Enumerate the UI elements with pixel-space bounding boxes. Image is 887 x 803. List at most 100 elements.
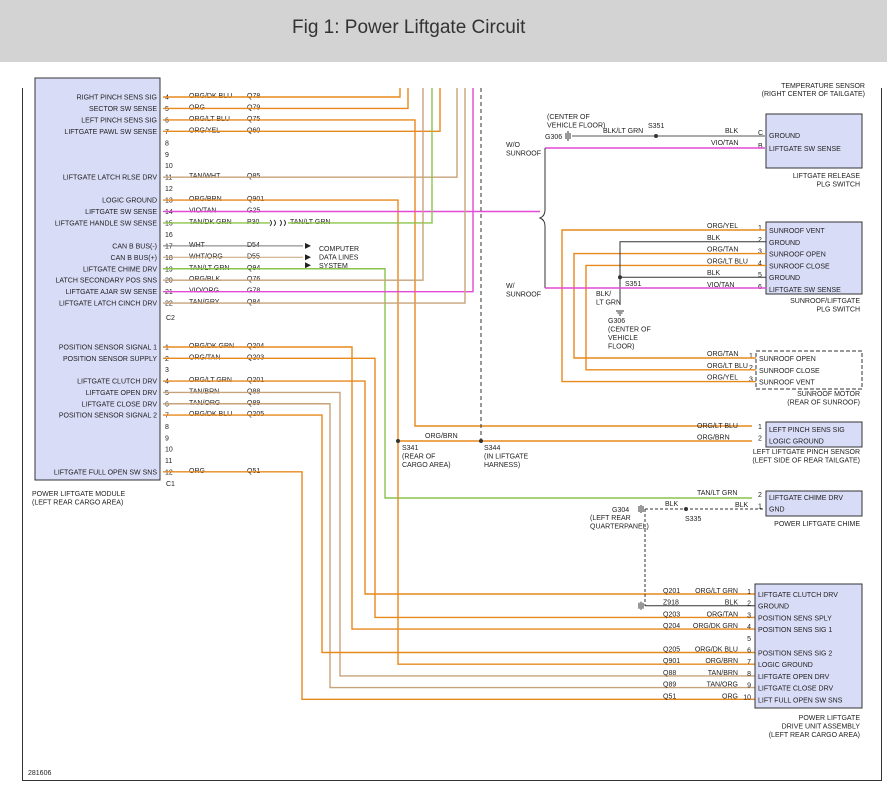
module-pin-number: 13 xyxy=(165,198,173,205)
module-pin-number: 14 xyxy=(165,209,173,216)
temp-sensor-location: (RIGHT CENTER OF TAILGATE) xyxy=(762,91,865,98)
module-pin-number: 5 xyxy=(165,390,169,397)
drive-unit-name: POWER LIFTGATE xyxy=(799,715,861,722)
module-name: (LEFT REAR CARGO AREA) xyxy=(32,500,123,507)
computer-data-label: DATA LINES xyxy=(319,255,359,262)
sunroof-motor xyxy=(755,350,863,390)
component-pin-number: 2 xyxy=(758,237,762,244)
module-pin-label: RIGHT PINCH SENS SIG xyxy=(77,95,157,102)
component-pin-number: 2 xyxy=(747,601,751,608)
component-pin-number: 9 xyxy=(747,683,751,690)
sunroof-switch-name: SUNROOF/LIFTGATE xyxy=(790,298,860,305)
wire-color-label: ORG/TAN xyxy=(707,351,738,358)
component-pin-number: 1 xyxy=(749,353,753,360)
connector-c1-label: C1 xyxy=(166,481,175,488)
ground-symbol xyxy=(565,131,571,141)
wire-q203 xyxy=(163,357,755,619)
module-pin-number: 21 xyxy=(165,289,173,296)
g306-location-label: VEHICLE FLOOR) xyxy=(547,123,605,130)
wire-color-label: BLK xyxy=(725,600,739,607)
circuit-label: Q88 xyxy=(663,670,676,677)
component-pin-label: LIFTGATE SW SENSE xyxy=(769,287,841,294)
component-pin-label: POSITION SENS SPLY xyxy=(758,615,832,622)
module-pin-label: LIFTGATE AJAR SW SENSE xyxy=(66,289,158,296)
title-bar: Fig 1: Power Liftgate Circuit xyxy=(0,0,887,62)
circuit-label: Q203 xyxy=(663,611,680,618)
wire-q205 xyxy=(163,414,755,654)
module-pin-label: POSITION SENSOR SIGNAL 2 xyxy=(59,413,157,420)
temp-sensor-name: TEMPERATURE SENSOR xyxy=(781,83,865,90)
component-pin-label: SUNROOF OPEN xyxy=(769,252,826,259)
module-pin-number: 11 xyxy=(165,175,172,182)
component-pin-number: 1 xyxy=(747,589,751,596)
wire-q88 xyxy=(163,391,755,677)
wo-sunroof-label: W/O xyxy=(506,142,521,149)
module-pin-number: 12 xyxy=(165,186,173,193)
module-pin-number: 9 xyxy=(165,152,169,159)
component-pin-label: LOGIC GROUND xyxy=(758,662,813,669)
drive-unit-assembly xyxy=(754,583,863,709)
component-pin-number: 5 xyxy=(747,636,751,643)
connector-break-symbol xyxy=(279,219,286,227)
component-pin-label: GROUND xyxy=(769,240,800,247)
module-pin-number: 2 xyxy=(165,356,169,363)
wire-sunroof-vent xyxy=(561,229,766,383)
component-pin-number: 2 xyxy=(758,492,762,499)
component-pin-label: GROUND xyxy=(769,275,800,282)
wire-color-label: BLK xyxy=(707,235,721,242)
computer-data-label: SYSTEM xyxy=(319,263,348,270)
component-pin-number: 3 xyxy=(749,377,753,384)
sunroof-switch-name: PLG SWITCH xyxy=(816,307,860,314)
module-pin-number: 6 xyxy=(165,117,169,124)
wire-p30-cont xyxy=(288,88,433,224)
module-pin-number: 18 xyxy=(165,255,173,262)
component-pin-number: 7 xyxy=(747,659,751,666)
module-pin-label: LIFTGATE SW SENSE xyxy=(85,209,157,216)
wire-color-label: ORG/DK GRN xyxy=(693,623,738,630)
s351-dot xyxy=(654,134,658,138)
component-pin-label: GROUND xyxy=(769,133,800,140)
sunroof-liftgate-switch xyxy=(765,221,863,295)
wire-color-label: TAN/ORG xyxy=(707,682,738,689)
component-pin-number: 8 xyxy=(747,671,751,678)
component-pin-number: B xyxy=(758,143,763,150)
g306-center-label: (CENTER OF xyxy=(608,327,651,334)
g306-label: G306 xyxy=(545,134,562,141)
component-pin-number: 4 xyxy=(758,260,762,267)
circuit-label: Q89 xyxy=(663,682,676,689)
wire-sunroof-open xyxy=(573,252,766,359)
wire-color-label: VIO/TAN xyxy=(711,140,738,147)
component-pin-number: C xyxy=(758,130,763,137)
module-name: POWER LIFTGATE MODULE xyxy=(32,491,126,498)
component-pin-label: SUNROOF OPEN xyxy=(759,356,816,363)
wire-q51 xyxy=(163,471,755,700)
wire-q60 xyxy=(163,88,441,133)
module-pin-label: POSITION SENSOR SUPPLY xyxy=(63,356,157,363)
module-pin-number: 12 xyxy=(165,469,173,476)
connector-c2-label: C2 xyxy=(166,315,175,322)
component-pin-label: GROUND xyxy=(758,604,789,611)
wire-q901 xyxy=(163,199,399,441)
circuit-label: Q204 xyxy=(663,623,680,630)
data-arrow xyxy=(305,254,311,261)
data-arrow xyxy=(305,242,311,249)
s341-label: (REAR OF xyxy=(402,454,435,461)
wire-sunroof-close xyxy=(585,264,766,371)
module-pin-label: SECTOR SW SENSE xyxy=(89,106,157,113)
component-pin-label: LIFTGATE SW SENSE xyxy=(769,146,841,153)
wire-color-label: ORG/DK BLU xyxy=(695,647,738,654)
wire-color-label: BLK xyxy=(665,501,679,508)
module-pin-label: LIFTGATE CHIME DRV xyxy=(83,266,157,273)
wire-q75 xyxy=(163,119,752,427)
power-liftgate-chime xyxy=(765,490,863,517)
wire-q201 xyxy=(163,380,755,595)
module-pin-label: LIFTGATE OPEN DRV xyxy=(86,390,158,397)
sunroof-option-bracket xyxy=(538,148,546,288)
wire-color-label: VIO/TAN xyxy=(707,282,734,289)
wire-color-label: ORG/LT BLU xyxy=(697,423,738,430)
s344-dot xyxy=(479,439,483,443)
wire-color-label: BLK/LT GRN xyxy=(603,128,643,135)
module-pin-number: 11 xyxy=(165,458,172,465)
module-pin-label: LIFTGATE CLOSE DRV xyxy=(82,401,158,408)
